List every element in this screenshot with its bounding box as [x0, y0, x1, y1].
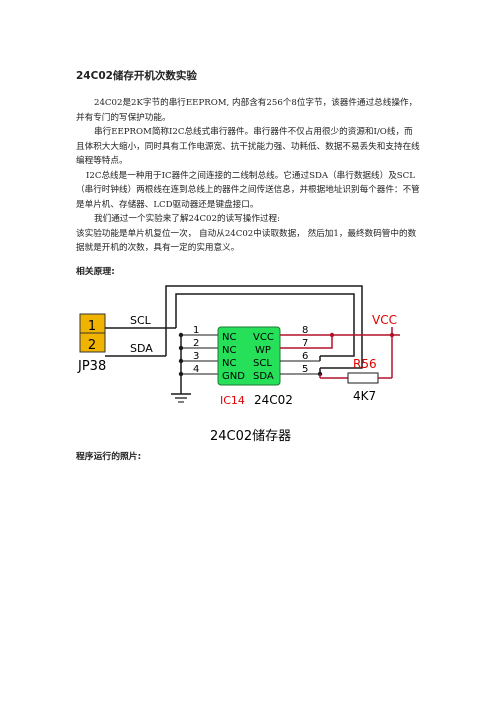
chip-pin-name: VCC	[253, 332, 274, 343]
pin-number-left: 3	[193, 351, 199, 362]
vcc-label: VCC	[372, 313, 397, 327]
scl-route	[175, 293, 355, 357]
section-principle: 相关原理:	[76, 267, 115, 277]
paragraph-i2c: I2C总线是一种用于IC器件之间连接的二线制总线。它通过SDA（串行数据线）及S…	[76, 170, 420, 210]
junction-dot	[178, 358, 184, 364]
chip-24c02	[217, 326, 281, 386]
connector-pin1-label: 1	[88, 319, 96, 334]
pin-number-right: 6	[302, 351, 308, 362]
chip-part: 24C02	[254, 393, 293, 407]
resistor-ref: R56	[353, 357, 377, 371]
chip-pin-name: SDA	[253, 371, 274, 382]
chip-pin-name: SCL	[253, 358, 272, 369]
pin-number-right: 5	[302, 364, 308, 375]
chip-pin-name: GND	[222, 371, 245, 382]
junction-dot	[178, 332, 184, 338]
resistor-r56	[347, 372, 379, 384]
sda-label: SDA	[130, 342, 153, 355]
page-title: 24C02储存开机次数实验	[76, 70, 197, 82]
paragraph-eeprom: 串行EEPROM简称I2C总线式串行器件。串行器件不仅占用很少的资源和I/O线，…	[76, 127, 420, 166]
diagram-caption: 24C02储存器	[210, 429, 291, 444]
chip-pin-name: NC	[222, 358, 236, 369]
chip-pin-name: NC	[222, 345, 236, 356]
chip-ref: IC14	[220, 394, 245, 407]
connector-name: JP38	[77, 359, 106, 374]
pin-number-left: 2	[193, 338, 199, 349]
chip-pin-name: NC	[222, 332, 236, 343]
wp-wire	[280, 335, 333, 349]
paragraph-function: 该实验功能是单片机复位一次， 自动从24C02中读取数据， 然后加1，最终数码管…	[76, 228, 417, 254]
junction-dot	[389, 332, 395, 338]
junction-dot	[329, 332, 335, 338]
scl-label: SCL	[130, 314, 152, 327]
section-photos: 程序运行的照片:	[76, 452, 142, 462]
pin-number-left: 4	[193, 364, 199, 375]
body-text: 24C02是2K字节的串行EEPROM, 内部含有256个8位字节，该器件通过总…	[76, 96, 421, 256]
paragraph-intro: 24C02是2K字节的串行EEPROM, 内部含有256个8位字节，该器件通过总…	[76, 98, 418, 123]
pin-number-right: 7	[302, 338, 308, 349]
circuit-diagram: 1 2 JP38 SCL SDA 1 2 3 4 NC NC NC GND VC…	[77, 285, 400, 444]
paragraph-experiment: 我们通过一个实验来了解24C02的读写操作过程:	[94, 214, 281, 224]
sda-route	[165, 285, 363, 369]
chip-pin-name: WP	[255, 345, 271, 356]
pin-number-right: 8	[302, 325, 308, 336]
pin-number-left: 1	[193, 325, 199, 336]
resistor-value: 4K7	[353, 389, 376, 403]
junction-dot	[178, 371, 184, 377]
connector-pin2-label: 2	[88, 338, 96, 353]
junction-dot	[178, 345, 184, 351]
